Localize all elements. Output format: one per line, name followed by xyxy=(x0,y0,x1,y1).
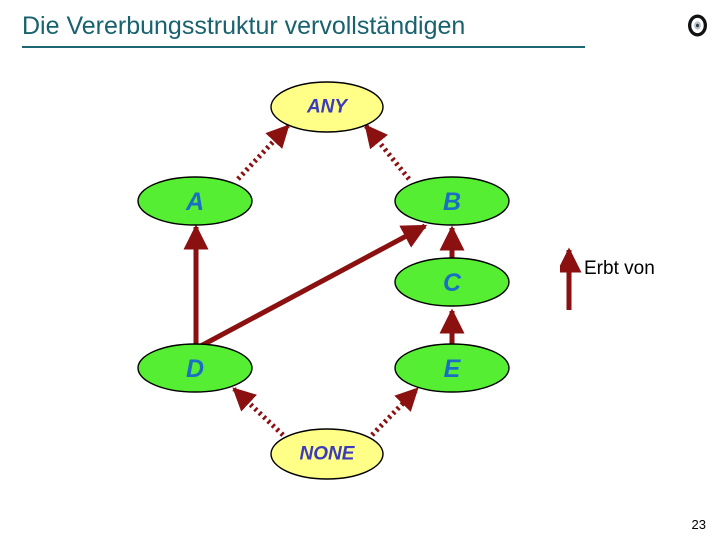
page-title: Die Vererbungsstruktur vervollständigen xyxy=(22,12,466,40)
node-b-shape xyxy=(394,176,510,226)
legend: Erbt von xyxy=(560,236,720,316)
edge-a-to-any xyxy=(236,124,290,181)
page-number: 23 xyxy=(691,517,706,532)
node-e[interactable]: E xyxy=(394,343,510,393)
edge-b-to-any xyxy=(364,124,411,181)
node-a-label: A xyxy=(185,188,204,216)
edge-none-to-d xyxy=(232,387,285,437)
node-c[interactable]: C xyxy=(394,257,510,307)
node-none-label: NONE xyxy=(300,444,356,465)
node-d-label: D xyxy=(186,355,204,383)
node-c-shape xyxy=(394,257,510,307)
edge-none-to-e xyxy=(370,387,419,437)
node-d-shape xyxy=(137,343,253,393)
node-b[interactable]: B xyxy=(394,176,510,226)
node-a-shape xyxy=(137,176,253,226)
node-none[interactable]: NONE xyxy=(270,428,384,480)
node-e-label: E xyxy=(444,355,462,383)
node-any-shape xyxy=(270,81,384,133)
title-divider xyxy=(22,46,585,48)
legend-label: Erbt von xyxy=(584,258,655,279)
node-none-shape xyxy=(270,428,384,480)
inheritance-diagram: ANY A B C D E NONE xyxy=(137,81,510,480)
legend-arrow-icon xyxy=(560,247,582,310)
disc-icon[interactable] xyxy=(685,13,710,38)
edge-d-to-b xyxy=(195,223,428,351)
node-any-label: ANY xyxy=(306,97,349,118)
node-c-label: C xyxy=(443,269,462,297)
node-any[interactable]: ANY xyxy=(270,81,384,133)
node-d[interactable]: D xyxy=(137,343,253,393)
node-b-label: B xyxy=(443,188,461,216)
node-e-shape xyxy=(394,343,510,393)
node-a[interactable]: A xyxy=(137,176,253,226)
